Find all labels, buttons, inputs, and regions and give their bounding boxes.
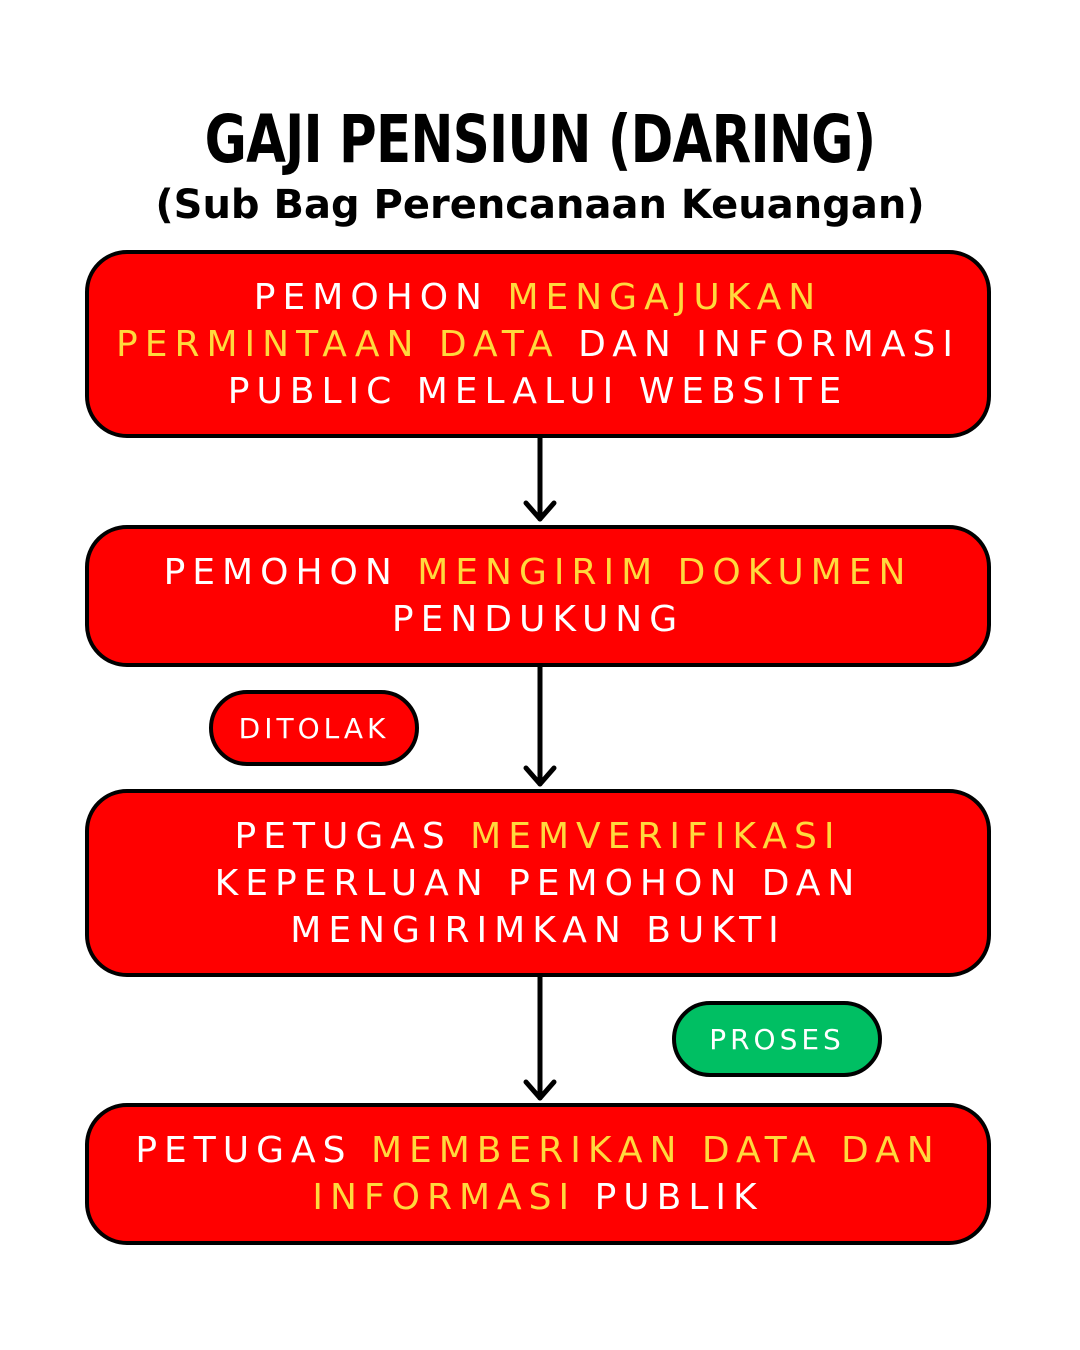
step-text: PENDUKUNG <box>391 599 685 640</box>
step-text: PETUGAS <box>234 815 471 857</box>
step-text: MENGIRIMKAN BUKTI <box>290 909 786 951</box>
diagram-subtitle: (Sub Bag Perencanaan Keuangan) <box>155 182 925 228</box>
highlight-text: MEMBERIKAN DATA DAN <box>370 1130 941 1171</box>
step-3-line-1: PETUGAS MEMVERIFIKASI <box>235 813 842 860</box>
highlight-text: INFORMASI <box>312 1177 577 1218</box>
step-1-line-1: PEMOHON MENGAJUKAN <box>254 274 822 321</box>
step-1-line-3: PUBLIC MELALUI WEBSITE <box>228 368 849 415</box>
step-text: KEPERLUAN PEMOHON DAN <box>214 862 862 904</box>
step-text: PUBLIK <box>576 1177 764 1218</box>
step-text: PEMOHON <box>253 276 508 318</box>
step-4-line-1: PETUGAS MEMBERIKAN DATA DAN <box>135 1127 940 1174</box>
step-4-line-2: INFORMASI PUBLIK <box>312 1174 763 1221</box>
step-text: DAN INFORMASI <box>559 323 960 365</box>
highlight-text: PERMINTAAN DATA <box>116 323 560 365</box>
arrow-3-head <box>523 1079 557 1101</box>
step-2-line-2: PENDUKUNG <box>392 596 684 643</box>
step-2-line-1: PEMOHON MENGIRIM DOKUMEN <box>164 549 913 596</box>
arrow-1-head <box>523 500 557 522</box>
highlight-text: MENGIRIM DOKUMEN <box>417 552 913 593</box>
process-badge: PROSES <box>672 1001 882 1077</box>
highlight-text: MEMVERIFIKASI <box>470 815 842 857</box>
step-3-line-3: MENGIRIMKAN BUKTI <box>290 907 785 954</box>
step-text: PETUGAS <box>135 1130 371 1171</box>
diagram-title: GAJI PENSIUN (DARING) <box>204 101 877 178</box>
step-1-line-2: PERMINTAAN DATA DAN INFORMASI <box>116 321 960 368</box>
step-3-line-2: KEPERLUAN PEMOHON DAN <box>215 860 862 907</box>
arrow-2-head <box>523 765 557 787</box>
highlight-text: MENGAJUKAN <box>507 276 823 318</box>
step-text: PEMOHON <box>163 552 418 593</box>
rejected-badge: DITOLAK <box>209 690 419 766</box>
step-text: PUBLIC MELALUI WEBSITE <box>227 370 849 412</box>
